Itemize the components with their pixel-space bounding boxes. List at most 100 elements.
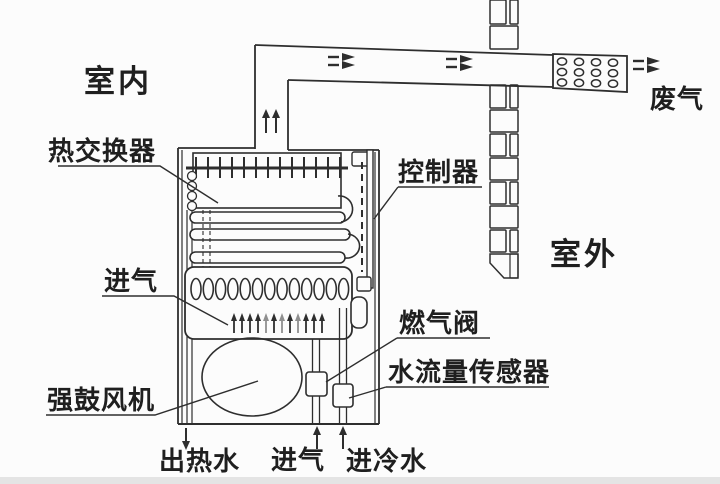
burner-intake-arrow (319, 313, 325, 333)
brick (489, 84, 507, 109)
scallop (186, 170, 198, 182)
burner-intake-arrow (231, 313, 237, 333)
burner-port (251, 277, 264, 301)
burner-intake-arrow (295, 313, 301, 333)
gas-in-arrow (313, 426, 321, 449)
igniter-box (356, 276, 372, 292)
burner-arrow-head (255, 313, 261, 321)
burner-port (288, 277, 301, 301)
flow-arrow-head (342, 53, 355, 61)
brick (489, 157, 519, 181)
forced-draft-fan (201, 337, 303, 417)
brick (489, 229, 507, 253)
burner-intake-arrow (303, 313, 309, 333)
vent-hole (590, 57, 602, 67)
flow-arrow (328, 53, 355, 69)
burner-port (214, 277, 227, 301)
label-indoor: 室内 (84, 64, 152, 99)
burner-intake-arrow (279, 313, 285, 333)
label-hot-water-out: 出热水 (159, 447, 240, 476)
burner-port (239, 277, 251, 301)
burner-arrow-head (279, 313, 285, 321)
igniter-electrode (350, 296, 368, 329)
leader-controller (373, 186, 399, 220)
leader-water-sensor (348, 386, 387, 399)
brick (509, 84, 519, 109)
vent-hole (607, 68, 619, 78)
burner-arrow-head (303, 313, 309, 321)
brick (509, 229, 519, 253)
burner (184, 266, 353, 340)
burner-port (190, 277, 202, 301)
gas-valve (305, 371, 328, 397)
burner-intake-arrow (311, 313, 317, 333)
burner-port (325, 277, 338, 301)
brick (489, 181, 507, 205)
leader-heat-exchanger (58, 165, 219, 204)
burner-port (300, 277, 313, 301)
vent-hole (573, 78, 585, 88)
label-forced-draft-fan: 强鼓风机 (47, 386, 155, 415)
burner-port (202, 277, 215, 301)
leader-air-intake (102, 295, 229, 326)
leader-fan (46, 380, 259, 416)
vent-hole (556, 57, 568, 66)
burner-arrow-head (319, 313, 325, 321)
serpentine-coil (189, 195, 361, 268)
label-outdoor: 室外 (550, 237, 618, 272)
burner-arrow-head (231, 313, 237, 321)
vent-hole (590, 78, 602, 88)
brick (509, 133, 519, 157)
burner-intake-arrow (287, 313, 293, 333)
heat-exchanger (186, 152, 348, 212)
label-gas-valve: 燃气阀 (399, 308, 480, 338)
label-cold-water-in: 进冷水 (346, 446, 427, 476)
brick (489, 25, 519, 50)
label-air-intake: 进气 (104, 266, 158, 296)
exhaust-duct (254, 44, 554, 150)
burner-arrow-head (311, 313, 317, 321)
burner-port (263, 277, 276, 301)
label-heat-exchanger: 热交换器 (48, 136, 156, 166)
burner-intake-arrow (263, 313, 269, 333)
label-water-flow-sensor: 水流量传感器 (388, 358, 550, 387)
brick (509, 0, 519, 25)
flow-arrow (633, 57, 660, 73)
flow-arrow-head (460, 55, 473, 63)
wall (489, 0, 519, 279)
u-bend-upper (337, 195, 354, 223)
vent-hole (556, 67, 568, 77)
vent-hole (607, 79, 619, 89)
scallop (186, 200, 198, 212)
brick (489, 205, 519, 229)
flow-arrow-head (647, 65, 660, 73)
brick (489, 109, 519, 133)
water-flow-sensor (332, 383, 354, 408)
brick (509, 253, 519, 279)
burner-port (276, 277, 288, 301)
burner-arrow-head (263, 313, 269, 321)
callout-leaders (46, 165, 549, 416)
label-exhaust-gas: 废气 (650, 84, 704, 114)
vent-hole (556, 78, 568, 87)
flow-arrow (446, 55, 473, 71)
leader-gas-valve (325, 337, 398, 383)
cold-water-pipe (332, 308, 354, 424)
flue-up-arrows (262, 109, 280, 133)
hot-water-out-arrow (182, 428, 190, 450)
u-bend-lower (344, 233, 361, 259)
gas-pipe (305, 339, 328, 424)
vent-hole (573, 57, 585, 67)
label-controller: 控制器 (398, 158, 479, 187)
burner-port (313, 277, 325, 301)
heater-cabinet (177, 147, 380, 425)
burner-intake-arrow (247, 313, 253, 333)
brick (509, 181, 519, 205)
burner-port (227, 277, 239, 301)
scallop (186, 190, 198, 202)
brick (489, 0, 507, 25)
burner-arrow-head (271, 313, 277, 321)
brick (489, 133, 507, 157)
